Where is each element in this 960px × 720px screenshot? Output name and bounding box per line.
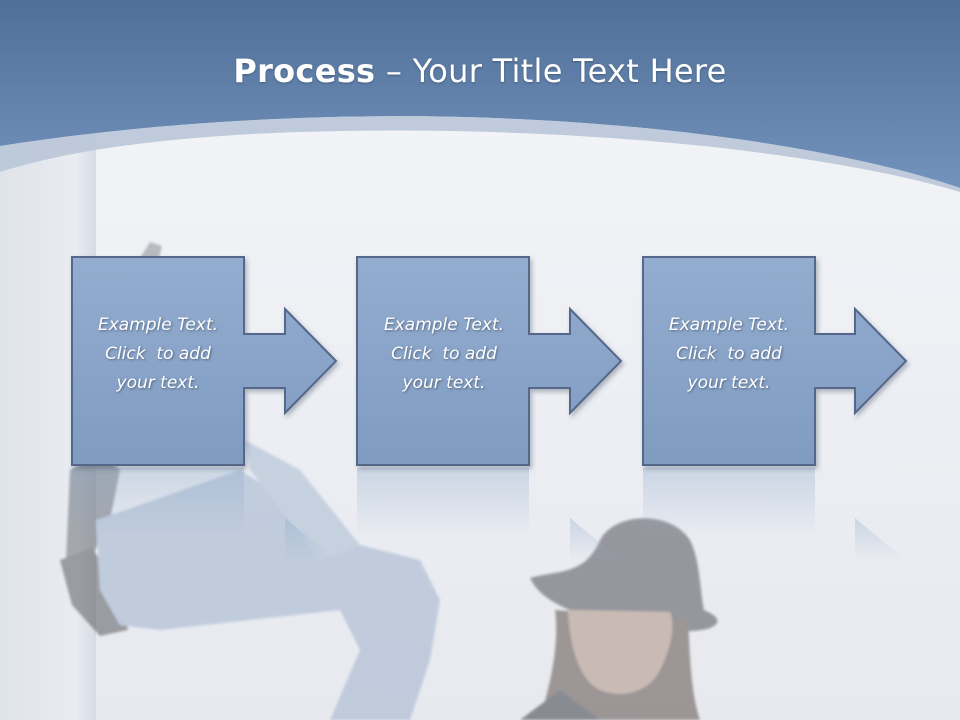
header-band xyxy=(0,0,960,188)
box-reflections xyxy=(72,468,906,560)
step-text-line: your text. xyxy=(402,373,486,393)
step-text-line: Click to add xyxy=(105,344,211,364)
process-step-1-shape xyxy=(71,256,338,466)
step-text-line: Example Text. xyxy=(97,315,219,335)
process-step-2-shape xyxy=(356,256,623,466)
step-text-line: Example Text. xyxy=(668,315,790,335)
process-step-1-text[interactable]: Example Text. Click to add your text. xyxy=(73,311,243,398)
slide-title[interactable]: Process – Your Title Text Here xyxy=(0,52,960,90)
process-step-2-text[interactable]: Example Text. Click to add your text. xyxy=(359,311,529,398)
step-text-line: Example Text. xyxy=(383,315,505,335)
title-bold: Process xyxy=(233,52,376,90)
process-step-3-shape xyxy=(642,256,908,466)
step-text-line: your text. xyxy=(116,373,200,393)
step-text-line: Click to add xyxy=(676,344,782,364)
photo-woman xyxy=(520,518,718,720)
step-text-line: Click to add xyxy=(391,344,497,364)
title-rest: – Your Title Text Here xyxy=(375,52,727,90)
process-step-3-text[interactable]: Example Text. Click to add your text. xyxy=(644,311,814,398)
header-swoosh xyxy=(0,116,960,192)
step-text-line: your text. xyxy=(687,373,771,393)
